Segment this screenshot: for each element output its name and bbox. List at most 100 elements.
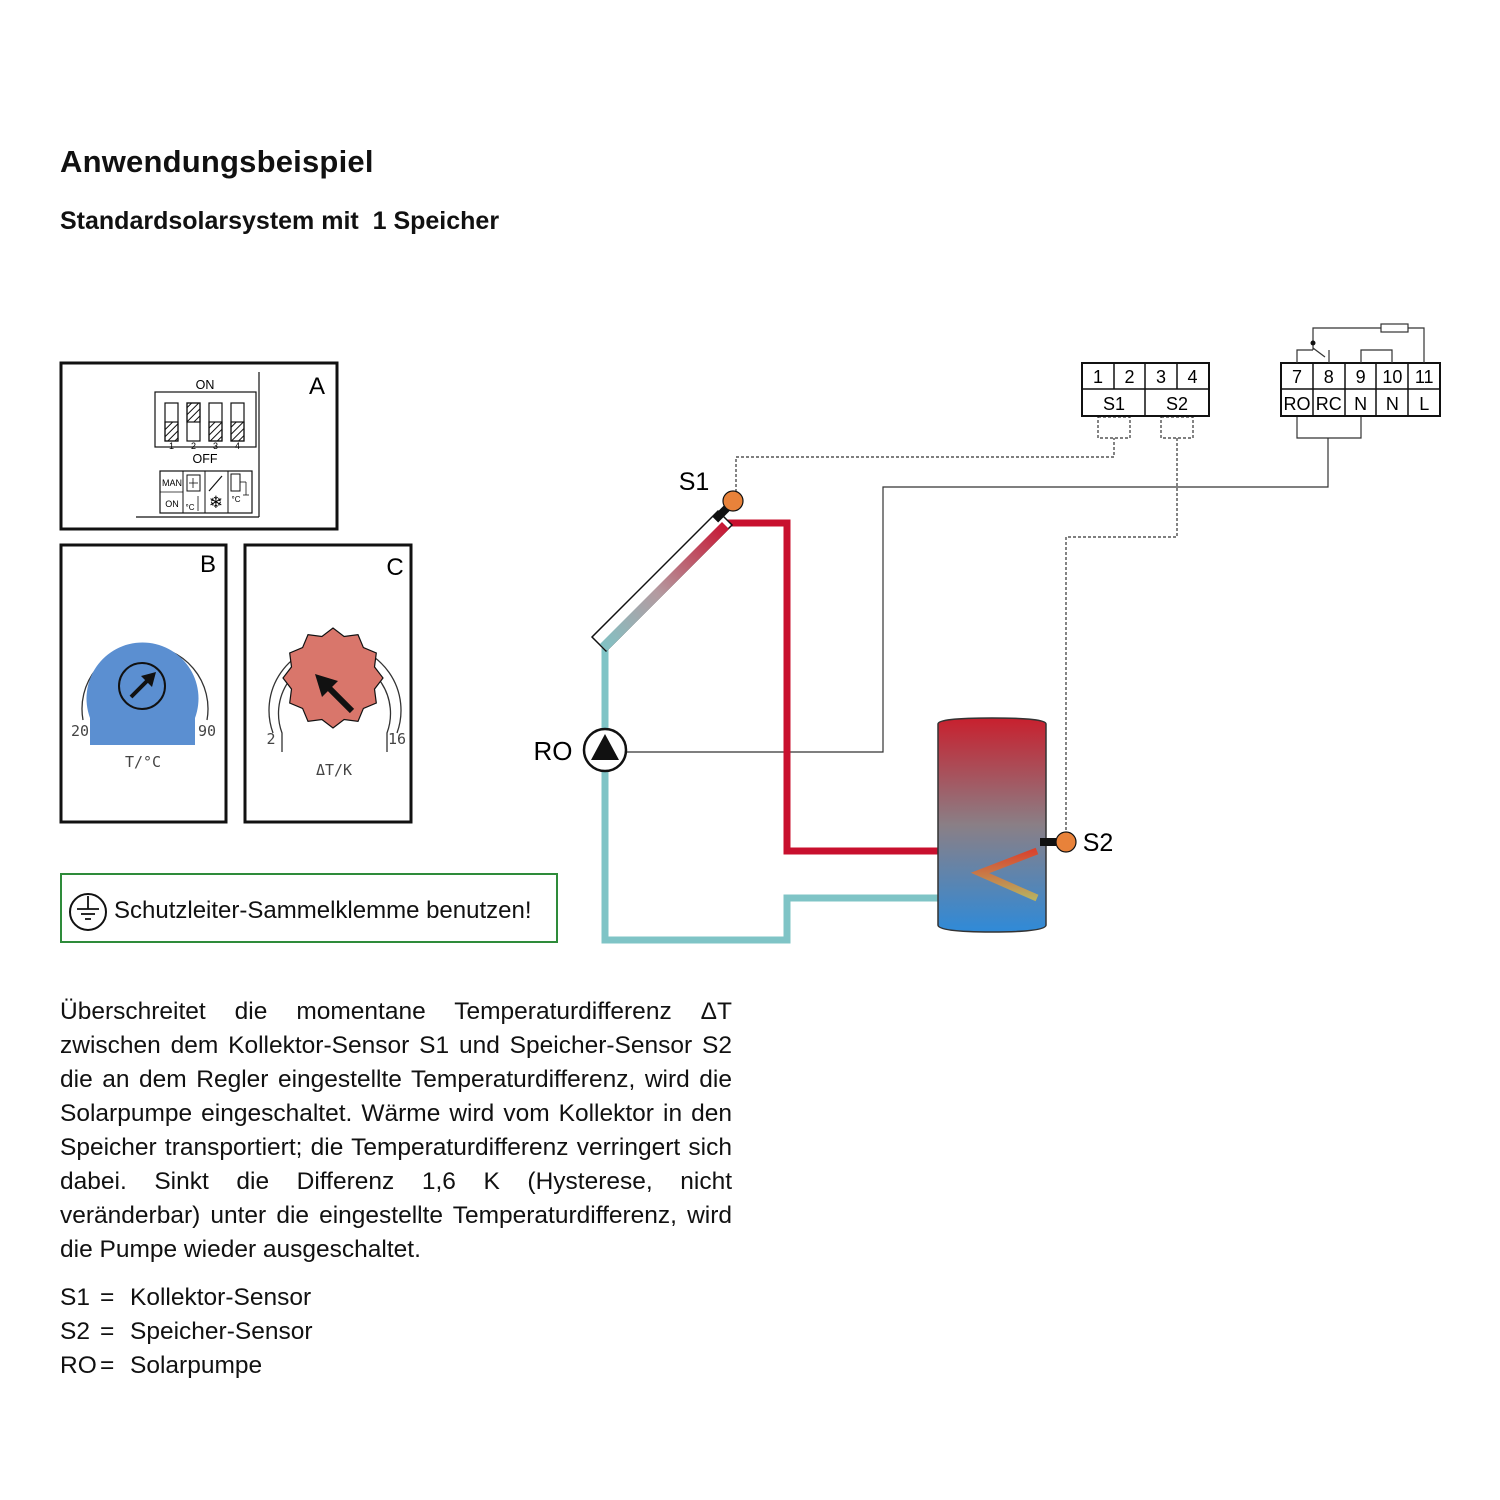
ro-rc-bracket [1296, 416, 1362, 439]
wire-pump [627, 438, 1329, 753]
dip-switch[interactable]: 2 [186, 402, 201, 451]
ground-terminal-icon [69, 893, 107, 931]
s2-sensor-mount [1040, 838, 1056, 846]
s2-sensor[interactable] [1055, 831, 1077, 853]
ground-note: Schutzleiter-Sammelklemme benutzen! [60, 873, 558, 943]
pipes [601, 519, 1037, 944]
dial-c-max-label: 16 [388, 730, 406, 748]
legend-key: S2 [60, 1318, 90, 1345]
terminal-label: RO [1284, 394, 1311, 414]
collector-symbol-icon [197, 475, 223, 511]
heat-exchanger-coil [970, 847, 1039, 902]
heater-symbol-icon [230, 473, 249, 496]
dial-b-knob[interactable] [86, 642, 199, 745]
dip-switch-number: 1 [169, 441, 174, 451]
legend-item: S2 = Speicher-Sensor [60, 1318, 312, 1346]
terminal-number: 11 [1415, 367, 1434, 387]
dip-off-label: OFF [193, 452, 218, 466]
dial-b-max-label: 90 [198, 722, 216, 740]
legend-item: S1 = Kollektor-Sensor [60, 1284, 311, 1312]
panel-a: A ON 1 2 3 4 OFF MAN ON °C ❄ [59, 361, 339, 531]
terminal-number: 4 [1187, 367, 1197, 387]
snowflake-icon: ❄ [209, 493, 223, 512]
terminal-label: S2 [1166, 394, 1188, 414]
legend-key: S1 [60, 1284, 90, 1311]
terminal-number: 9 [1356, 367, 1366, 387]
legend-value: Kollektor-Sensor [130, 1284, 312, 1311]
terminal-number: 10 [1382, 367, 1402, 387]
terminal-label: N [1354, 394, 1367, 414]
panel-b-letter: B [200, 551, 216, 578]
dip-switches: 1 2 3 4 [164, 402, 245, 451]
wire-s1 [735, 438, 1115, 492]
pump[interactable]: RO [534, 727, 628, 773]
terminal-number: 3 [1156, 367, 1166, 387]
s1-label: S1 [679, 468, 710, 496]
cold-pipe [601, 648, 1037, 944]
panel-b: B 20 90 T/°C [59, 543, 228, 824]
dip-switch[interactable]: 1 [164, 402, 179, 451]
relay-contact-dot [1310, 340, 1316, 346]
s1-sensor-mount [712, 505, 730, 523]
terminal-number: 2 [1124, 367, 1134, 387]
terminal-number: 1 [1093, 367, 1103, 387]
page-title: Anwendungsbeispiel [60, 144, 374, 179]
dial-b-indicator-ring [118, 662, 166, 710]
panel-a-frame [59, 361, 339, 531]
terminal-label: S1 [1103, 394, 1125, 414]
dip-switch[interactable]: 3 [208, 402, 223, 451]
panel-c: C 2 16 ΔT/K [243, 543, 413, 824]
legend-eq: = [100, 1352, 115, 1379]
dip-on-label: ON [196, 378, 215, 392]
dip-switch[interactable]: 4 [230, 402, 245, 451]
solar-collector: S1 [590, 468, 744, 653]
dial-b-unit-label: T/°C [125, 753, 161, 771]
relay-circuit [1296, 327, 1425, 363]
dial-c-unit-label: ΔT/K [316, 761, 352, 779]
legend-value: Speicher-Sensor [130, 1318, 313, 1345]
dial-b-arrow-icon [129, 672, 156, 699]
unit-c-label: °C [186, 503, 195, 512]
dial-c-min-label: 2 [266, 730, 275, 748]
wire-s2 [1065, 438, 1178, 841]
s1-sensor[interactable] [722, 490, 744, 512]
terminal-label: RC [1316, 394, 1342, 414]
man-label: MAN [162, 478, 182, 488]
dial-c-arrow-icon [315, 674, 355, 714]
unit-c2-label: °C [232, 495, 241, 504]
dial-c-knob[interactable] [282, 627, 384, 729]
s1-terminal-bracket [1097, 416, 1131, 439]
sensor-terminal-block: 1 2 3 4 S1 S2 [1081, 362, 1210, 417]
dip-switch-number: 2 [191, 441, 196, 451]
terminal-label: N [1386, 394, 1399, 414]
on-small-label: ON [165, 499, 179, 509]
dial-b-min-label: 20 [71, 722, 89, 740]
legend-value: Solarpumpe [130, 1352, 263, 1379]
legend-key: RO [60, 1352, 97, 1379]
terminal-label: L [1419, 394, 1429, 414]
description-text: Überschreitet die momentane Temperaturdi… [60, 998, 732, 1263]
fuse-icon [1380, 323, 1409, 333]
pump-label: RO [534, 736, 573, 766]
legend-eq: = [100, 1284, 115, 1311]
storage-tank: S2 [937, 717, 1114, 933]
page-subtitle: Standardsolarsystem mit 1 Speicher [60, 207, 500, 235]
s2-label: S2 [1083, 829, 1114, 857]
panel-c-letter: C [386, 554, 403, 581]
legend-eq: = [100, 1318, 115, 1345]
dip-switch-number: 4 [235, 441, 240, 451]
legend-item: RO= Solarpumpe [60, 1352, 262, 1380]
terminal-number: 7 [1292, 367, 1302, 387]
hot-pipe [722, 519, 1037, 855]
ground-note-text: Schutzleiter-Sammelklemme benutzen! [114, 897, 532, 924]
pump-triangle-icon [591, 734, 619, 760]
dip-switch-block [154, 391, 257, 448]
terminal-number: 8 [1324, 367, 1334, 387]
s2-terminal-bracket [1160, 416, 1194, 439]
mode-symbols: MAN ON °C ❄ °C [159, 470, 253, 514]
panel-a-letter: A [309, 373, 325, 400]
tank-symbol-icon [186, 474, 201, 492]
dip-switch-number: 3 [213, 441, 218, 451]
